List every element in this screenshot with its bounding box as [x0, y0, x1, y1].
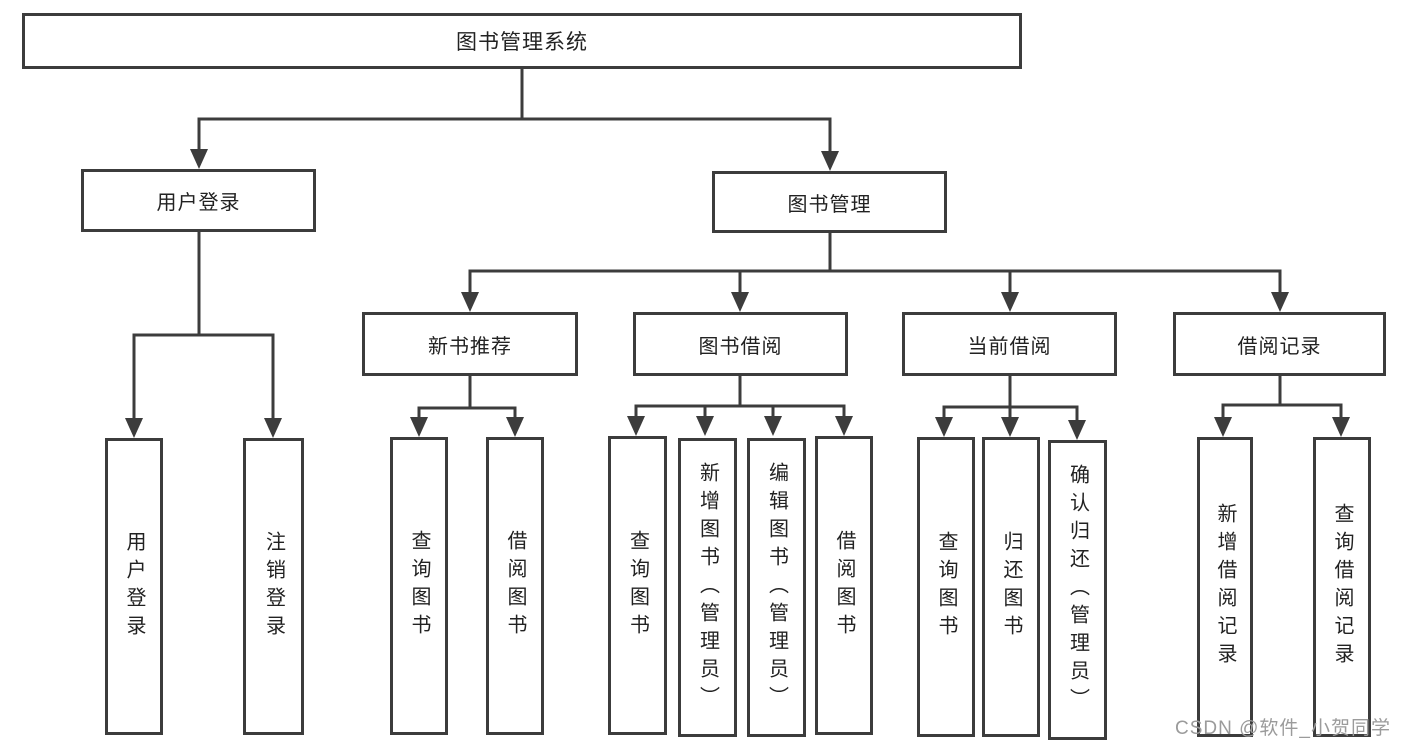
- node-label: 图书管理系统: [456, 31, 588, 54]
- arrowhead: [696, 416, 714, 436]
- arrowhead: [835, 416, 853, 436]
- node-book-management: 图书管理: [712, 171, 947, 233]
- arrowhead: [1068, 420, 1086, 440]
- arrowhead: [764, 416, 782, 436]
- leaf-borrow-books-recommend: 借阅图书: [486, 437, 544, 735]
- leaf-edit-books-admin: 编辑图书（管理员）: [747, 438, 806, 737]
- node-new-book-recommend: 新书推荐: [362, 312, 578, 376]
- leaf-query-borrow-record: 查询借阅记录: [1313, 437, 1371, 737]
- leaf-add-borrow-record: 新增借阅记录: [1197, 437, 1253, 737]
- csdn-watermark: CSDN @软件_小贺同学: [1175, 718, 1391, 739]
- leaf-query-books-recommend: 查询图书: [390, 437, 448, 735]
- leaf-confirm-return-admin: 确认归还（管理员）: [1048, 440, 1107, 740]
- arrowhead: [264, 418, 282, 438]
- node-label: 查询图书: [626, 529, 649, 642]
- arrowhead: [1214, 417, 1232, 437]
- node-book-borrow: 图书借阅: [633, 312, 848, 376]
- arrowhead: [935, 417, 953, 437]
- arrowhead: [1001, 292, 1019, 312]
- arrowhead: [1332, 417, 1350, 437]
- node-label: 查询图书: [935, 531, 957, 643]
- leaf-borrow-books-borrow: 借阅图书: [815, 436, 873, 735]
- arrowhead: [506, 417, 524, 437]
- node-label: 编辑图书（管理员）: [765, 461, 788, 714]
- arrowhead: [731, 292, 749, 312]
- node-label: 用户登录: [156, 192, 241, 214]
- leaf-return-books: 归还图书: [982, 437, 1040, 737]
- node-label: 图书管理: [787, 193, 872, 216]
- arrowhead: [627, 416, 645, 436]
- node-label: 新书推荐: [428, 335, 512, 358]
- arrowhead: [1001, 417, 1019, 437]
- node-current-borrow: 当前借阅: [902, 312, 1117, 376]
- node-user-login: 用户登录: [81, 169, 316, 232]
- node-label: 图书借阅: [698, 335, 783, 358]
- leaf-add-books-admin: 新增图书（管理员）: [678, 438, 737, 737]
- node-label: 查询图书: [408, 530, 430, 642]
- node-label: 确认归还（管理员）: [1066, 464, 1089, 716]
- node-label: 借阅记录: [1237, 335, 1322, 358]
- arrowhead: [1271, 292, 1289, 312]
- arrowhead: [821, 151, 839, 171]
- node-label: 查询借阅记录: [1331, 503, 1353, 671]
- leaf-query-books-borrow: 查询图书: [608, 436, 667, 735]
- arrowhead: [190, 149, 208, 169]
- leaf-logout-login: 注销登录: [243, 438, 304, 735]
- arrowhead: [461, 292, 479, 312]
- node-label: 归还图书: [1000, 531, 1022, 643]
- node-label: 注销登录: [262, 530, 285, 643]
- node-label: 用户登录: [123, 530, 145, 643]
- leaf-user-login: 用户登录: [105, 438, 163, 735]
- leaf-query-books-current: 查询图书: [917, 437, 975, 737]
- node-label: 新增借阅记录: [1214, 503, 1236, 671]
- node-library-management-system: 图书管理系统: [22, 13, 1022, 69]
- node-label: 当前借阅: [967, 335, 1052, 358]
- node-label: 新增图书（管理员）: [696, 461, 719, 714]
- node-label: 借阅图书: [504, 530, 526, 642]
- arrowhead: [125, 418, 143, 438]
- node-borrow-records: 借阅记录: [1173, 312, 1386, 376]
- arrowhead: [410, 417, 428, 437]
- node-label: 借阅图书: [833, 529, 855, 642]
